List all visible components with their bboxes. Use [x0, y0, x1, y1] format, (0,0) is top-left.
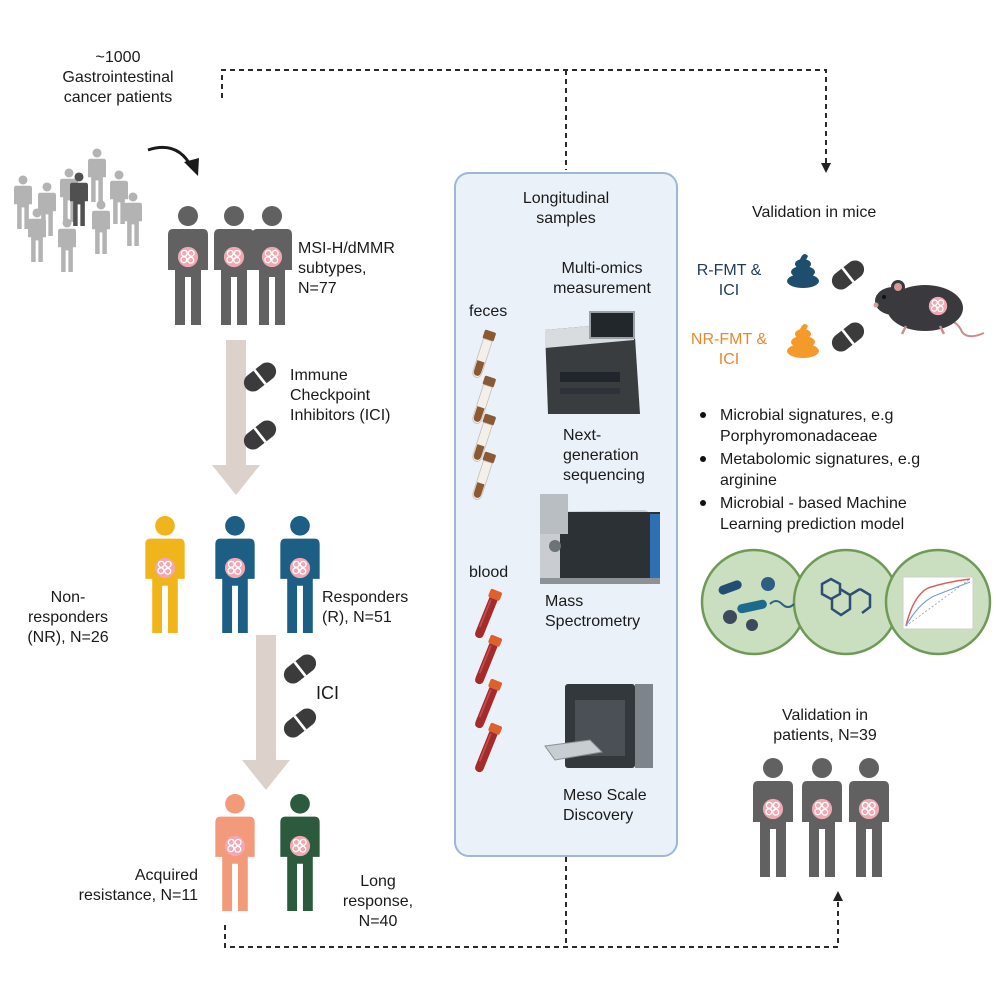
blood-label: blood	[469, 564, 509, 581]
tumor-icon	[154, 557, 176, 579]
tumor-icon	[858, 798, 880, 820]
tumor-icon	[224, 835, 246, 857]
responders-label: Responders(R), N=51	[322, 589, 409, 626]
tumor-icon	[289, 835, 311, 857]
capsule-icon	[280, 650, 320, 688]
flow-arrow-2	[242, 635, 290, 790]
tumor-icon	[289, 557, 311, 579]
non-responders-label: Non-responders(NR), N=26	[27, 589, 109, 646]
roc-diagonal-icon	[905, 578, 971, 627]
tumor-icon	[762, 798, 784, 820]
tumor-icon	[811, 798, 833, 820]
mice-title: Validation in mice	[752, 204, 877, 221]
roc-curve-icon	[905, 578, 971, 627]
metabolite-structure-icon	[820, 577, 872, 617]
tumor-icon	[223, 246, 245, 268]
flow-arrow-1	[212, 340, 260, 495]
ici-label: ICI	[316, 683, 340, 703]
crowd-icon	[14, 148, 142, 272]
r-fmt-label: R-FMT &ICI	[696, 262, 762, 299]
feces-label: feces	[469, 303, 508, 320]
tumor-icon	[261, 246, 283, 268]
capsule-icon	[240, 416, 280, 454]
capsule-icon	[240, 358, 280, 396]
capsule-icon	[828, 318, 868, 356]
nr-fmt-label: NR-FMT &ICI	[690, 331, 768, 368]
dotted-connector-bottom	[224, 857, 843, 948]
meso-scale-reader-icon	[544, 684, 653, 768]
tumor-icon	[224, 557, 246, 579]
r-fmt-stool-icon	[787, 254, 819, 288]
dotted-connector-top	[221, 69, 831, 173]
nr-fmt-stool-icon	[787, 324, 819, 358]
sequencer-icon	[545, 311, 640, 414]
curved-arrow-head-icon	[184, 158, 199, 176]
curved-arrow-icon	[147, 145, 194, 169]
capsule-icon	[280, 704, 320, 742]
capsule-icon	[828, 256, 868, 294]
microbes-icon	[718, 577, 795, 631]
mass-spectrometer-icon	[540, 494, 660, 584]
mouse-icon	[873, 280, 985, 338]
tumor-icon	[177, 246, 199, 268]
roc-curve-icon	[905, 581, 971, 627]
